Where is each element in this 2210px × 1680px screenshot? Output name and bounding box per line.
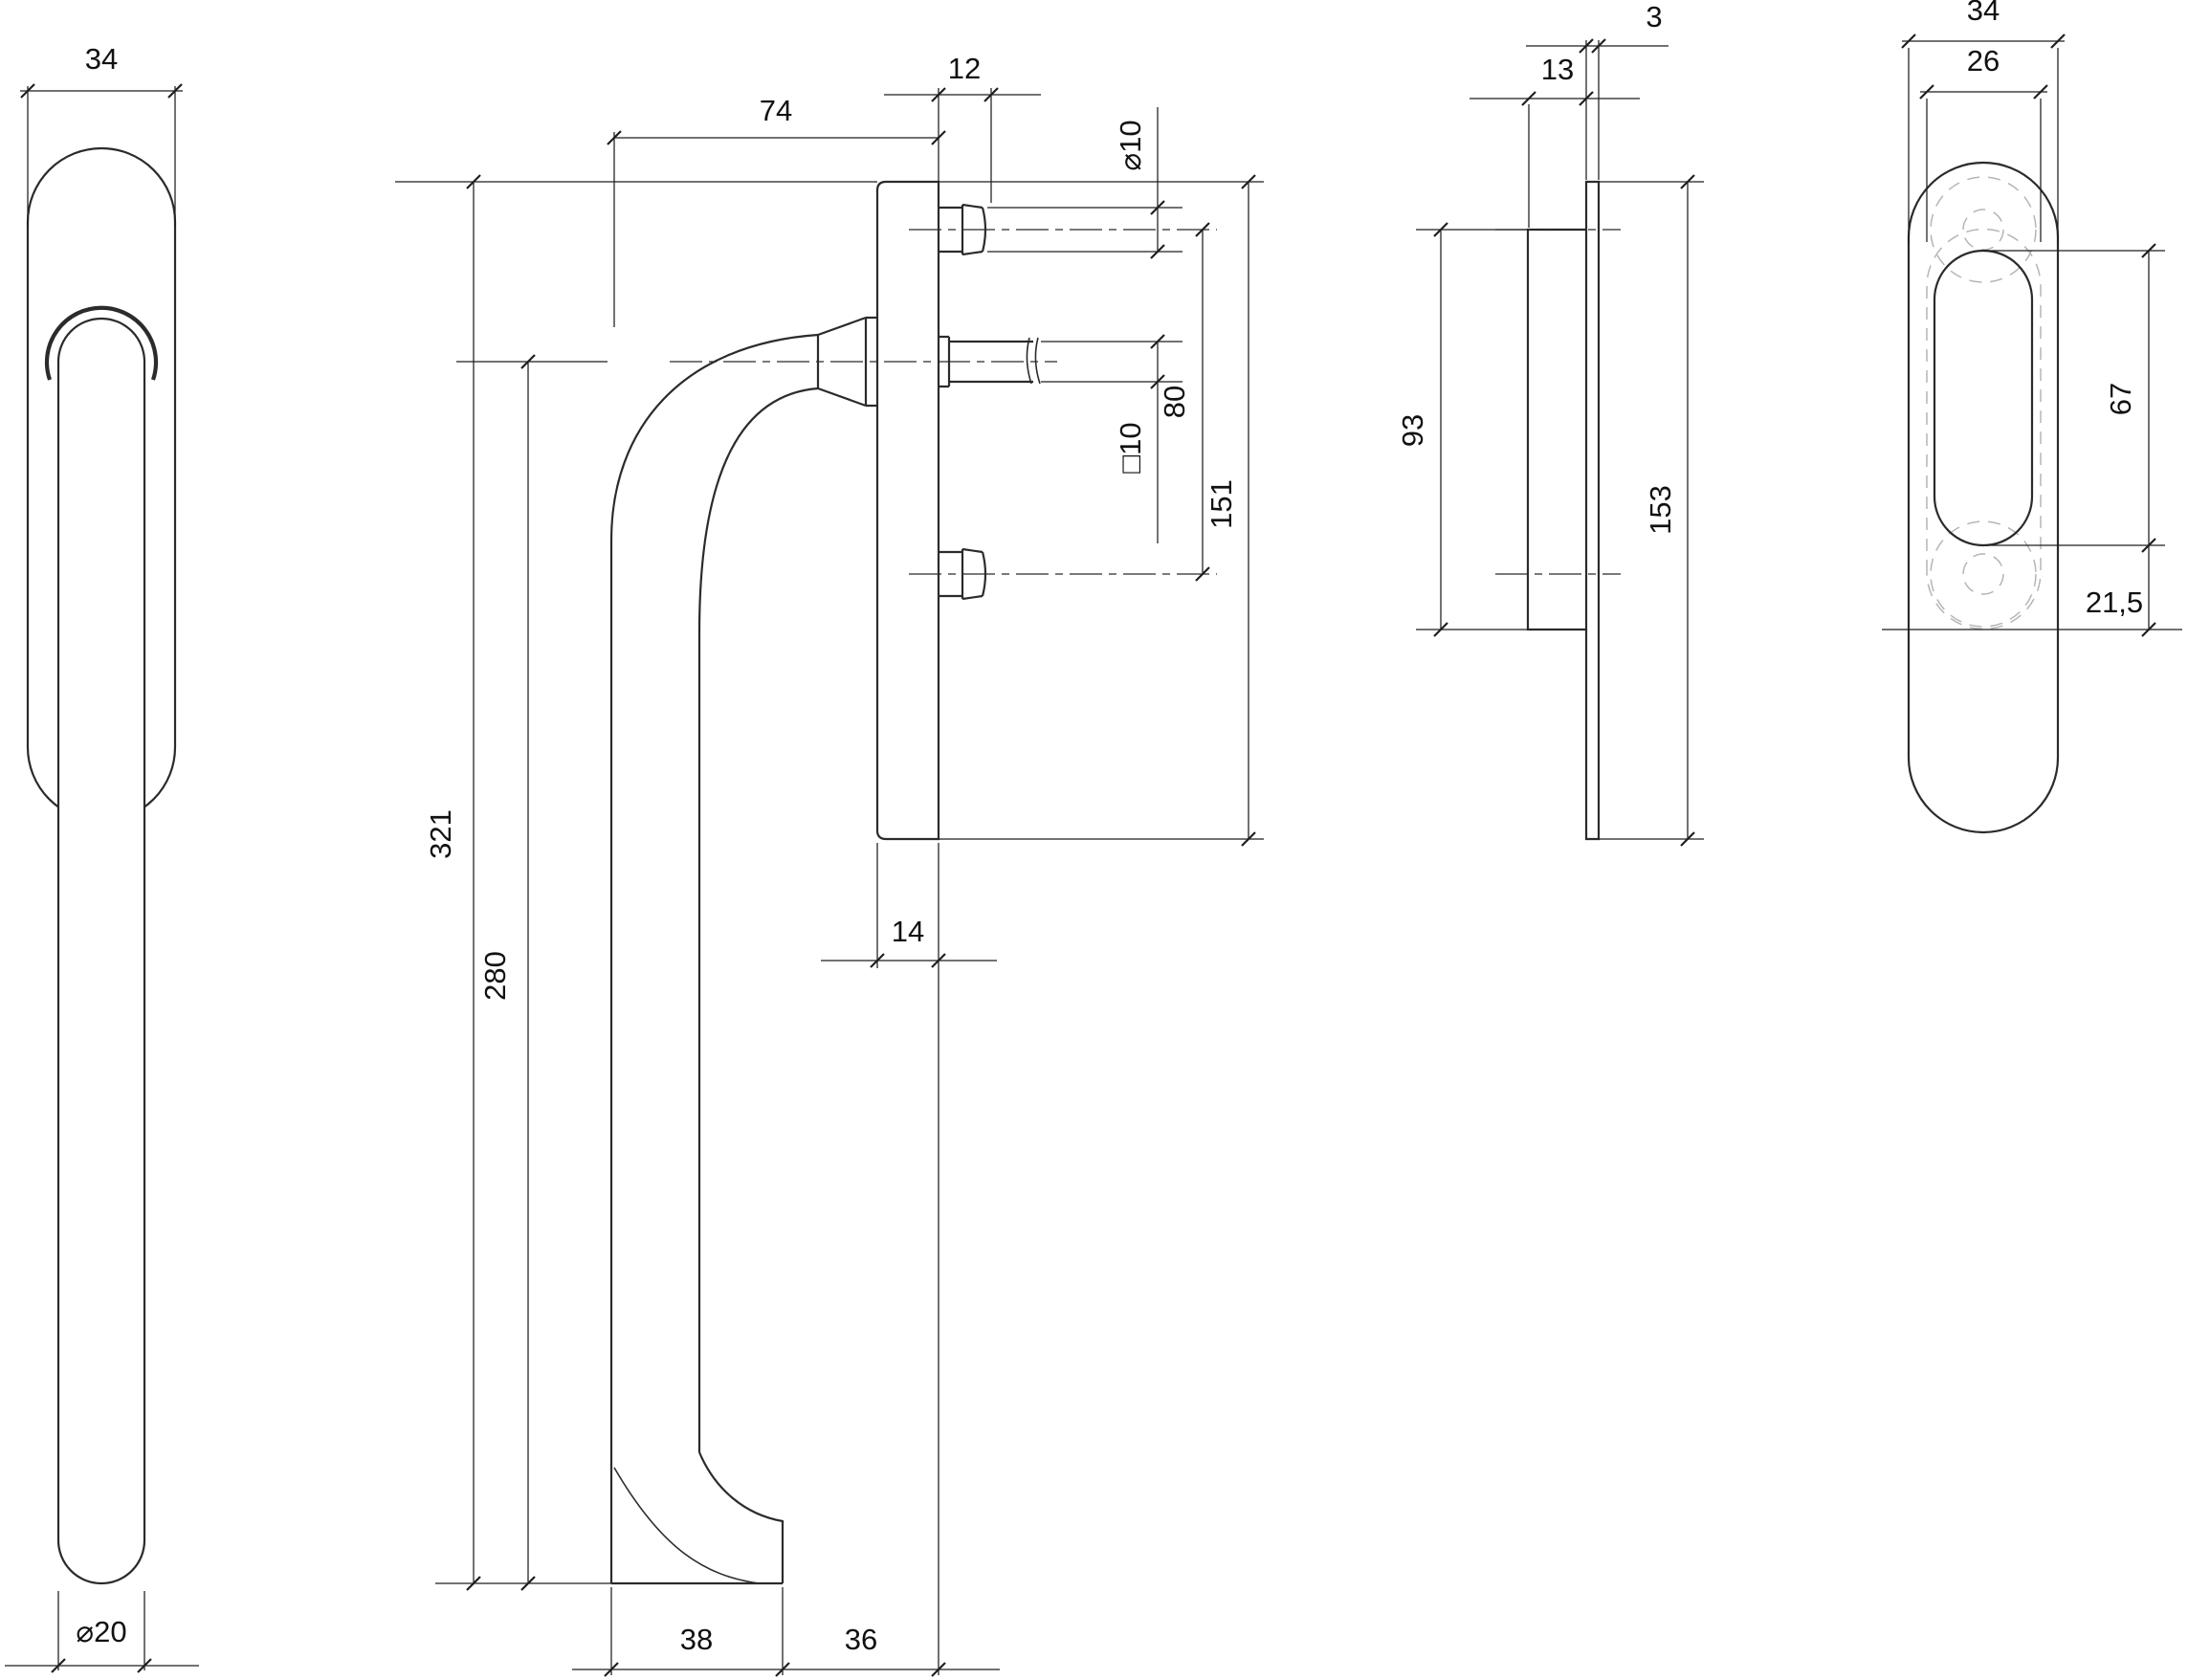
plate-side-geometry <box>1495 180 1621 841</box>
handle-front-geometry <box>26 146 177 1585</box>
dim-plate-thickness-side: 14 <box>821 843 997 1675</box>
dim-label-hole-height: 67 <box>2104 383 2137 415</box>
bottom-screw <box>909 547 1217 601</box>
dim-screw-spacing: 80 <box>1158 222 1210 582</box>
dim-label-total-height: 321 <box>424 809 457 859</box>
dim-total-height: 321 <box>395 174 877 1591</box>
boss-profile <box>1526 228 1586 631</box>
dim-bottom-offset: 21,5 <box>1882 545 2182 637</box>
hidden-screw-hole-bottom-inner <box>1962 553 2004 595</box>
dim-screw-hole-diameter: ⌀10 <box>1114 107 1165 259</box>
collar-outer-arc <box>44 305 159 381</box>
dim-boss-height: 93 <box>1396 222 1528 637</box>
hidden-recess-outline <box>1926 228 2042 630</box>
dim-total-thickness: 13 <box>1470 53 1640 228</box>
dim-label-handle-depth: 74 <box>760 94 792 127</box>
plate-front-geometry <box>1907 161 2060 834</box>
dim-grip-diameter: ⌀20 <box>5 1591 199 1673</box>
dim-plate-thickness: 3 <box>1526 0 1669 180</box>
dim-label-spindle-square: □10 <box>1114 422 1147 473</box>
handle-hole-oval <box>1933 249 2034 547</box>
top-screw <box>909 203 1217 256</box>
handle-side-geometry <box>609 180 1217 1585</box>
dim-label-plate-width-front: 34 <box>85 42 118 76</box>
view-plate-front: 34 26 67 21,5 <box>1882 0 2182 834</box>
dim-label-plate-thickness: 3 <box>1646 0 1662 33</box>
view-plate-side: 3 13 93 153 <box>1396 0 1704 847</box>
collar-inner-arc <box>56 317 146 363</box>
view-handle-side: 74 12 ⌀10 □10 80 151 <box>395 52 1264 1677</box>
dim-label-plate-height-side: 151 <box>1204 479 1238 529</box>
dim-label-plate-width: 34 <box>1967 0 2000 27</box>
dim-plate-width-front: 34 <box>20 42 183 227</box>
dim-label-grip-bottom-depth: 38 <box>680 1623 713 1656</box>
dim-label-plate-thickness-side: 14 <box>892 915 924 948</box>
view-handle-front: 34 ⌀20 <box>5 42 199 1673</box>
plate-bar <box>1584 180 1601 841</box>
dim-label-total-thickness: 13 <box>1541 53 1574 86</box>
dim-label-boss-height: 93 <box>1396 414 1429 447</box>
dim-grip-length: 280 <box>435 354 611 1591</box>
dim-grip-bottom: 38 36 <box>572 1587 1000 1677</box>
dim-label-grip-diameter: ⌀20 <box>76 1615 126 1648</box>
dim-label-grip-plate-clearance: 36 <box>845 1623 877 1656</box>
dim-plate-height: 153 <box>1599 174 1704 847</box>
dim-label-screw-spacing: 80 <box>1158 386 1191 418</box>
dim-label-recess-width: 26 <box>1967 44 2000 77</box>
plate-outline <box>1907 161 2060 834</box>
dim-label-plate-height: 153 <box>1644 485 1677 535</box>
dim-label-screw-protrusion: 12 <box>948 52 981 85</box>
dim-spindle-square: □10 <box>1114 334 1165 543</box>
neck-flange <box>864 316 877 408</box>
hidden-screw-hole-bottom-outer <box>1930 520 2037 628</box>
dim-plate-height-side: 151 <box>939 174 1264 847</box>
dim-label-screw-hole-diameter: ⌀10 <box>1114 120 1147 170</box>
dim-screw-protrusion: 12 <box>884 52 1041 203</box>
dim-label-grip-length: 280 <box>478 951 512 1001</box>
hidden-screw-hole-top-outer <box>1930 176 2037 283</box>
plate-side-bar <box>875 180 940 841</box>
dim-recess-width: 26 <box>1919 44 2048 242</box>
dim-plate-width: 34 <box>1901 0 2066 244</box>
dim-label-bottom-offset: 21,5 <box>2086 586 2143 619</box>
